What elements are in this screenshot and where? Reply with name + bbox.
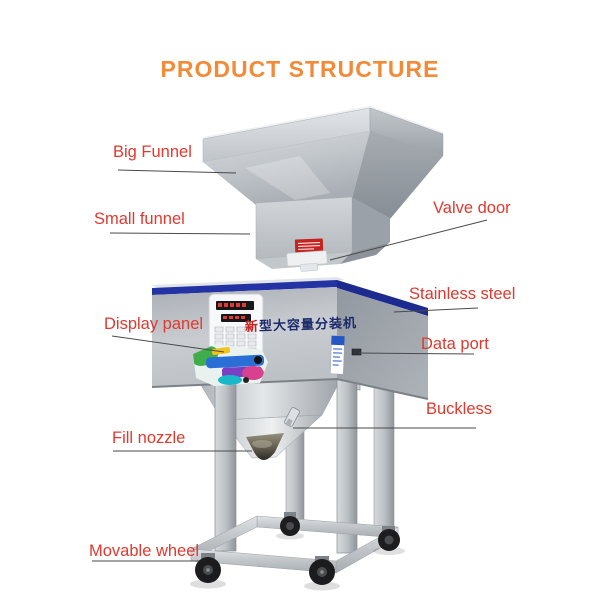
leader-lines (92, 169, 488, 562)
label-valve-door: Valve door (433, 199, 511, 217)
trim-stripe-side (337, 280, 428, 316)
side-label (330, 335, 345, 375)
funnel-slope-right (352, 131, 443, 219)
caster-wheel (304, 556, 340, 591)
caster-wheels (190, 512, 405, 591)
caster-wheel (373, 526, 405, 555)
label-buckless: Buckless (426, 400, 493, 418)
led-digits (223, 316, 245, 319)
small-funnel-shape (255, 196, 390, 272)
stand-leg-rear-right (373, 377, 395, 533)
cone-clamp-buckle (284, 407, 300, 427)
label-data-port: Data port (421, 335, 489, 353)
small-funnel-leader-line (109, 232, 251, 235)
stand-leg-front-left (214, 373, 237, 552)
data-port-leader-line (358, 352, 475, 355)
display-panel-leader-line (111, 335, 225, 353)
body-side-face (337, 288, 428, 399)
display-panel-unit (208, 293, 264, 359)
small-funnel-right (352, 197, 390, 252)
nozzle-highlight (252, 440, 272, 448)
stand-front-legs (214, 371, 358, 554)
nameplate: 新 型大容量分装机 (245, 315, 358, 335)
big-funnel-shape (202, 105, 444, 219)
data-port-connector (351, 348, 362, 356)
valve-door-leader-line (329, 219, 488, 261)
nameplate-first-char: 新 (245, 319, 259, 335)
big-funnel-leader-line (117, 169, 237, 174)
body-top-edge (150, 277, 345, 288)
funnel-slope-front (203, 131, 370, 205)
label-display-panel: Display panel (104, 315, 204, 333)
valve-door-bracket (286, 250, 328, 272)
frame-rail-front (190, 548, 337, 574)
label-big-funnel: Big Funnel (113, 143, 192, 161)
warning-label (294, 238, 324, 253)
led-digits (218, 303, 246, 307)
label-small-funnel: Small funnel (94, 210, 185, 228)
trim-stripe-front (152, 280, 337, 295)
machine-body: 新 型大容量分装机 (150, 277, 429, 400)
label-stainless-steel: Stainless steel (409, 285, 516, 303)
caster-wheel (190, 553, 226, 589)
label-movable-wheel: Movable wheel (89, 542, 200, 560)
caster-wheel (276, 512, 304, 540)
page-title: PRODUCT STRUCTURE (160, 56, 440, 82)
promo-sticker (193, 344, 268, 386)
label-fill-nozzle: Fill nozzle (112, 429, 186, 447)
stainless-steel-leader-line (393, 307, 479, 313)
funnel-sheen (245, 156, 330, 200)
nameplate-rest: 型大容量分装机 (259, 315, 358, 334)
